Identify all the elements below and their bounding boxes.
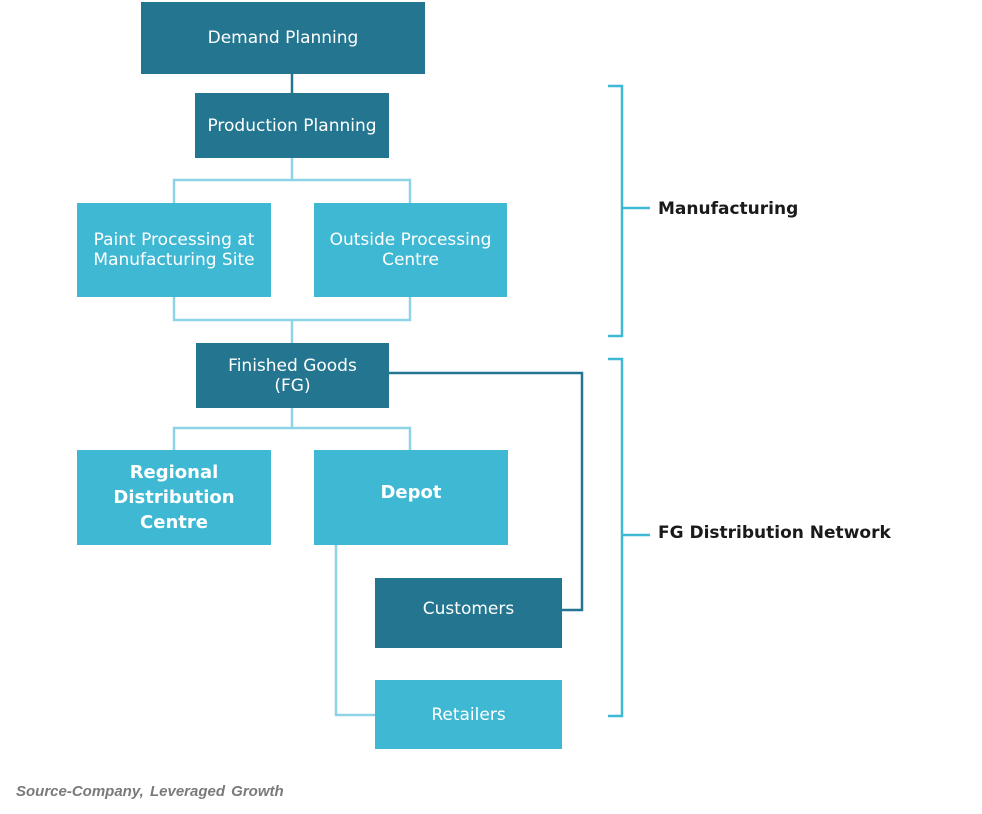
node-customers: Customers bbox=[375, 578, 562, 648]
connector-fg-split bbox=[172, 408, 294, 450]
connector-production-split bbox=[172, 158, 294, 203]
node-paint-processing: Paint Processing at Manufacturing Site bbox=[77, 203, 271, 297]
connector-production-split-right bbox=[292, 178, 412, 203]
bracket-manufacturing bbox=[608, 84, 650, 338]
label-fg-distribution: FG Distribution Network bbox=[658, 523, 891, 543]
node-depot: Depot bbox=[314, 450, 508, 545]
node-regional-distribution: Regional Distribution Centre bbox=[77, 450, 271, 545]
connector-merge-fg bbox=[172, 297, 412, 322]
node-demand-planning: Demand Planning bbox=[141, 2, 425, 74]
label-manufacturing: Manufacturing bbox=[658, 199, 799, 219]
connector-fg-split-right bbox=[292, 426, 412, 450]
source-caption: Source-Company, Leveraged Growth bbox=[16, 783, 284, 800]
node-retailers: Retailers bbox=[375, 680, 562, 749]
bracket-fg-distribution bbox=[608, 357, 650, 718]
connector-fg-customers bbox=[389, 371, 584, 612]
node-production-planning: Production Planning bbox=[195, 93, 389, 158]
connector-depot-retailers bbox=[334, 545, 375, 717]
node-outside-processing: Outside Processing Centre bbox=[314, 203, 507, 297]
node-finished-goods: Finished Goods (FG) bbox=[196, 343, 389, 408]
